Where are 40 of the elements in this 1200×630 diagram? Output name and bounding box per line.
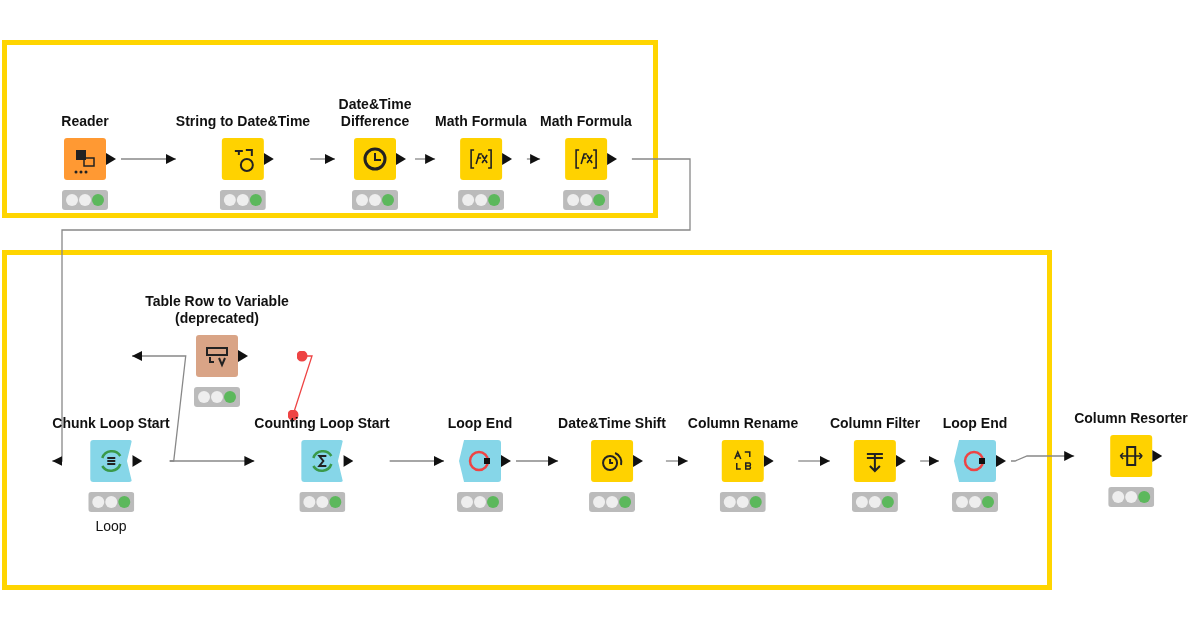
connector xyxy=(131,351,187,462)
node-title: Loop End xyxy=(447,415,513,432)
node-title: Column Resorter xyxy=(1074,410,1188,427)
node-title: String to Date&Time xyxy=(175,113,311,130)
workflow-node xyxy=(1074,410,1188,507)
annotation-frame xyxy=(2,250,1052,590)
connector xyxy=(389,456,445,466)
annotation-frame xyxy=(2,40,658,218)
workflow-node xyxy=(540,113,632,210)
node-title: Date&Time Difference xyxy=(337,96,413,130)
connector xyxy=(526,154,541,164)
node-title: Loop End xyxy=(942,415,1008,432)
node-title: Reader xyxy=(61,113,109,130)
connector xyxy=(797,456,831,466)
connector xyxy=(919,456,940,466)
node-title: Column Filter xyxy=(829,415,921,432)
node-title: Math Formula xyxy=(435,113,527,130)
workflow-node xyxy=(254,415,390,512)
connector xyxy=(665,456,689,466)
node-note: Loop xyxy=(95,518,127,534)
workflow-node xyxy=(829,415,921,512)
connector xyxy=(1010,451,1075,462)
node-title: Date&Time Shift xyxy=(558,415,666,432)
workflow-node xyxy=(558,415,666,512)
connector xyxy=(309,154,336,164)
connector xyxy=(515,456,559,466)
workflow-node xyxy=(687,415,799,512)
node-title: Chunk Loop Start xyxy=(52,415,170,432)
node-title: Column Rename xyxy=(687,415,799,432)
node-title: Counting Loop Start xyxy=(254,415,390,432)
node-title: Math Formula xyxy=(540,113,632,130)
workflow-node xyxy=(175,113,311,210)
workflow-node xyxy=(435,113,527,210)
connector xyxy=(414,154,436,164)
connector xyxy=(120,154,177,164)
node-title: Table Row to Variable (deprecated) xyxy=(144,293,290,327)
workflow-node xyxy=(52,415,170,534)
connector xyxy=(287,350,313,421)
connector xyxy=(169,456,255,466)
connector xyxy=(51,158,691,466)
